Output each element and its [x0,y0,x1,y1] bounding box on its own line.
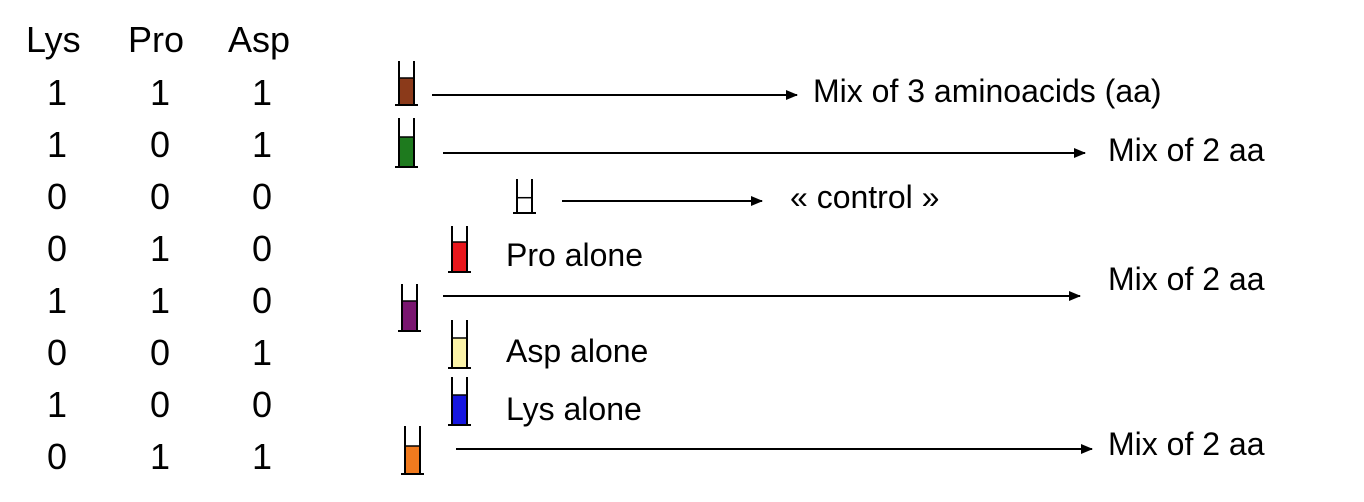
cell-asp-row-5: 0 [251,280,273,321]
header-lys: Lys [26,19,81,60]
tube-outline [398,284,421,332]
cell-lys-row-3: 0 [46,176,68,217]
cell-asp-row-3: 0 [251,176,273,217]
header-pro: Pro [128,19,185,60]
tube-liquid [400,78,413,105]
tube-liquid [453,338,466,368]
cell-pro-row-8: 1 [149,436,171,477]
tube-lys [448,377,471,426]
label-control: « control » [790,179,940,215]
tube-liquid [453,395,466,425]
cell-lys-row-4: 0 [46,228,68,269]
tube-outline [401,426,424,475]
cell-pro-row-6: 0 [149,332,171,373]
cell-pro-row-7: 0 [149,384,171,425]
cell-pro-row-2: 0 [149,124,171,165]
tube-outline [395,61,418,106]
tube-mix-pro-asp [401,426,424,475]
tube-outline [448,226,471,273]
cell-asp-row-4: 0 [251,228,273,269]
cell-asp-row-1: 1 [251,72,273,113]
cell-pro-row-1: 1 [149,72,171,113]
cell-pro-row-4: 1 [149,228,171,269]
tube-outline [448,320,471,369]
tube-mix-lys-asp [395,118,418,168]
label-lys-alone: Lys alone [506,391,642,427]
tube-outline [395,118,418,168]
cell-asp-row-6: 1 [251,332,273,373]
tube-pro [448,226,471,273]
tube-mix-3 [395,61,418,106]
tubes-layer [395,61,536,475]
label-asp-alone: Asp alone [506,333,649,369]
tube-liquid [403,301,416,331]
cell-asp-row-7: 0 [251,384,273,425]
cell-lys-row-6: 0 [46,332,68,373]
cell-lys-row-1: 1 [46,72,68,113]
cell-lys-row-7: 1 [46,384,68,425]
header-asp: Asp [228,19,291,60]
cell-pro-row-5: 1 [149,280,171,321]
label-mix-2-aa-a: Mix of 2 aa [1108,132,1265,168]
label-mix-2-aa-b: Mix of 2 aa [1108,261,1265,297]
cell-lys-row-2: 1 [46,124,68,165]
tube-liquid [453,242,466,272]
cell-lys-row-5: 1 [46,280,68,321]
tube-liquid [400,137,413,167]
arrows-layer [432,90,1093,454]
cell-lys-row-8: 0 [46,436,68,477]
tube-liquid [406,446,419,474]
label-mix-3-aa: Mix of 3 aminoacids (aa) [813,73,1162,109]
tube-mix-lys-pro [398,284,421,332]
tube-outline [513,179,536,214]
tube-outline [448,377,471,426]
cell-pro-row-3: 0 [149,176,171,217]
label-pro-alone: Pro alone [506,237,643,273]
tube-control [513,179,536,214]
tube-asp [448,320,471,369]
cell-asp-row-2: 1 [251,124,273,165]
cell-asp-row-8: 1 [251,436,273,477]
label-mix-2-aa-c: Mix of 2 aa [1108,426,1265,462]
